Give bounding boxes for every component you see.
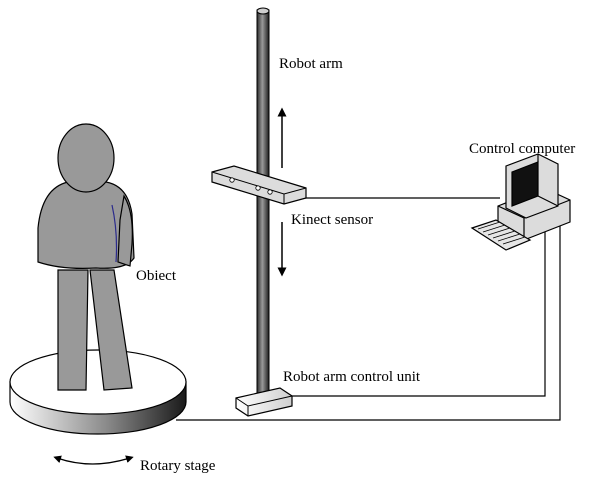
head bbox=[57, 123, 115, 193]
control-computer bbox=[470, 153, 571, 251]
kinect-lens-icon bbox=[267, 189, 273, 195]
rotary-stage-top bbox=[9, 349, 187, 415]
rotation-arrow-icon bbox=[53, 455, 134, 465]
label-rotary-stage: Rotary stage bbox=[140, 458, 216, 474]
cable-stage-to-computer bbox=[176, 222, 561, 421]
left-leg bbox=[57, 269, 89, 391]
kinect-lens-icon bbox=[255, 185, 261, 191]
label-robot-arm-control-unit: Robot arm control unit bbox=[283, 369, 421, 385]
robot-arm-pole-top bbox=[256, 7, 270, 15]
kinect-sensor bbox=[211, 165, 307, 205]
keyboard-icon bbox=[470, 219, 532, 251]
right-arm bbox=[117, 194, 133, 267]
control-unit-top-edge bbox=[235, 395, 293, 416]
keyboard-keys bbox=[477, 221, 526, 245]
label-control-computer: Control computer bbox=[469, 141, 575, 157]
monitor-edge bbox=[537, 154, 559, 207]
object-figure bbox=[37, 123, 135, 391]
kinect-sensor-body bbox=[211, 165, 307, 205]
kinect-lens-icon bbox=[229, 177, 235, 183]
cable-control-unit-to-computer bbox=[290, 232, 546, 397]
robot-arm-pole bbox=[256, 9, 270, 403]
rotary-stage bbox=[9, 349, 187, 465]
label-object: Obiect bbox=[136, 268, 177, 284]
torso-fold bbox=[111, 204, 118, 263]
label-robot-arm: Robot arm bbox=[279, 56, 343, 72]
right-leg bbox=[89, 269, 133, 391]
kinect-sensor-edge bbox=[211, 171, 307, 204]
torso bbox=[37, 181, 135, 269]
label-kinect-sensor: Kinect sensor bbox=[291, 212, 373, 228]
cables bbox=[176, 197, 561, 421]
robot-arm bbox=[235, 7, 293, 417]
